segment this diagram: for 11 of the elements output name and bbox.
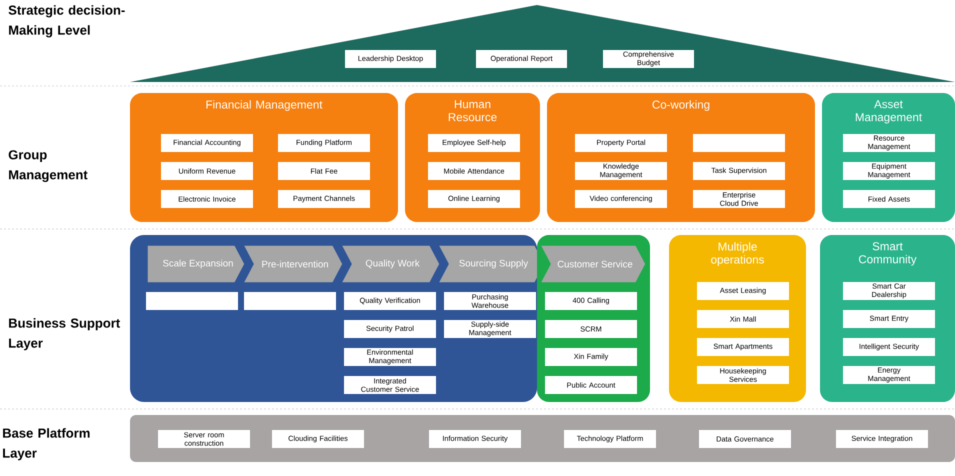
- layer-label: Group Management: [8, 150, 88, 182]
- process-step: Customer Service: [538, 244, 647, 284]
- layer-label: Base Platform Layer: [3, 428, 90, 460]
- process-step: Pre-intervention: [242, 244, 344, 284]
- process-step: Quality Work: [340, 244, 441, 284]
- module-box: [693, 134, 785, 152]
- module-box: [146, 292, 238, 310]
- module-box: [244, 292, 336, 310]
- process-step: Scale Expansion: [146, 244, 246, 284]
- layer-label: Business Support Layer: [9, 318, 120, 350]
- layer-label: Strategic decision-Making Level: [8, 5, 125, 38]
